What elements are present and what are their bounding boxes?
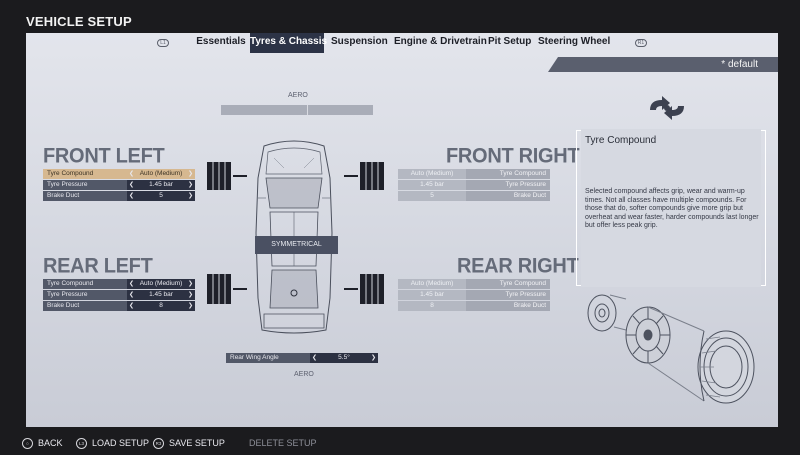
rear-wing-angle[interactable]: Rear Wing Angle 5.5° ❮ ❯ [226, 353, 378, 363]
car-wireframe-icon [255, 140, 333, 334]
rear-right-brake-duct[interactable]: 8 Brake Duct [398, 301, 550, 311]
front-right-wheel-icon [360, 162, 384, 190]
tab-essentials[interactable]: Essentials [196, 36, 246, 47]
axle-stub [344, 175, 358, 177]
tyre-exploded-icon [587, 294, 755, 404]
chevron-left-icon[interactable]: ❮ [129, 182, 135, 188]
front-left-title: FRONT LEFT [43, 144, 165, 168]
rear-left-tyre-compound[interactable]: Tyre Compound Auto (Medium) ❮ ❯ [43, 279, 195, 289]
tab-bar: L1 Essentials Tyres & Chassis Suspension… [26, 33, 778, 53]
rear-right-tyre-pressure[interactable]: 1.45 bar Tyre Pressure [398, 290, 550, 300]
axle-stub [233, 288, 247, 290]
chevron-right-icon[interactable]: ❯ [188, 182, 194, 188]
rear-left-wheel-icon [207, 274, 231, 304]
aero-bottom-label: AERO [294, 371, 314, 378]
front-left-wheel-icon [207, 162, 231, 190]
front-left-tyre-compound[interactable]: Tyre Compound Auto (Medium) ❮ ❯ [43, 169, 195, 179]
chevron-left-icon[interactable]: ❮ [129, 171, 135, 177]
front-right-brake-duct[interactable]: 5 Brake Duct [398, 191, 550, 201]
rear-right-tyre-compound[interactable]: Auto (Medium) Tyre Compound [398, 279, 550, 289]
tyre-swap-icon [650, 96, 684, 120]
front-right-title: FRONT RIGHT [446, 144, 580, 168]
tab-suspension[interactable]: Suspension [331, 36, 388, 47]
back-button[interactable]: ○BACK [22, 437, 63, 450]
rear-left-brake-duct[interactable]: Brake Duct 8 ❮ ❯ [43, 301, 195, 311]
chevron-right-icon[interactable]: ❯ [188, 292, 194, 298]
rear-right-wheel-icon [360, 274, 384, 304]
tab-engine-drivetrain[interactable]: Engine & Drivetrain [394, 36, 487, 47]
l3-button-icon: L3 [76, 438, 87, 450]
info-panel: Tyre Compound Selected compound affects … [576, 129, 766, 287]
top-bar: VEHICLE SETUP [0, 0, 800, 33]
info-title: Tyre Compound [585, 135, 657, 146]
chevron-left-icon[interactable]: ❮ [129, 292, 135, 298]
l1-bumper-icon: L1 [157, 39, 169, 47]
chevron-right-icon[interactable]: ❯ [188, 193, 194, 199]
axle-stub [233, 175, 247, 177]
main-panel: L1 Essentials Tyres & Chassis Suspension… [26, 33, 778, 427]
info-description: Selected compound affects grip, wear and… [585, 188, 759, 229]
chevron-left-icon[interactable]: ❮ [312, 355, 318, 361]
rear-left-title: REAR LEFT [43, 254, 153, 278]
preset-label: * default [548, 57, 778, 72]
chevron-left-icon[interactable]: ❮ [129, 281, 135, 287]
axle-stub [344, 288, 358, 290]
rear-left-tyre-pressure[interactable]: Tyre Pressure 1.45 bar ❮ ❯ [43, 290, 195, 300]
tab-pit-setup[interactable]: Pit Setup [488, 36, 532, 47]
tab-tyres-chassis[interactable]: Tyres & Chassis [250, 33, 327, 53]
chevron-right-icon[interactable]: ❯ [188, 281, 194, 287]
chevron-left-icon[interactable]: ❮ [129, 303, 135, 309]
aero-top-label: AERO [288, 92, 308, 99]
front-left-brake-duct[interactable]: Brake Duct 5 ❮ ❯ [43, 191, 195, 201]
chevron-left-icon[interactable]: ❮ [129, 193, 135, 199]
front-right-tyre-pressure[interactable]: 1.45 bar Tyre Pressure [398, 180, 550, 190]
page-title: VEHICLE SETUP [26, 14, 132, 29]
chevron-right-icon[interactable]: ❯ [371, 355, 377, 361]
r3-button-icon: R3 [153, 438, 164, 450]
symmetrical-toggle[interactable]: SYMMETRICAL [255, 236, 338, 254]
aero-balance-bar [221, 105, 373, 115]
front-left-tyre-pressure[interactable]: Tyre Pressure 1.45 bar ❮ ❯ [43, 180, 195, 190]
tab-steering-wheel[interactable]: Steering Wheel [538, 36, 611, 47]
circle-button-icon: ○ [22, 438, 33, 450]
delete-setup-button[interactable]: DELETE SETUP [249, 438, 317, 448]
chevron-right-icon[interactable]: ❯ [188, 171, 194, 177]
rear-right-title: REAR RIGHT [457, 254, 579, 278]
front-right-tyre-compound[interactable]: Auto (Medium) Tyre Compound [398, 169, 550, 179]
chevron-right-icon[interactable]: ❯ [188, 303, 194, 309]
r1-bumper-icon: R1 [635, 39, 647, 47]
